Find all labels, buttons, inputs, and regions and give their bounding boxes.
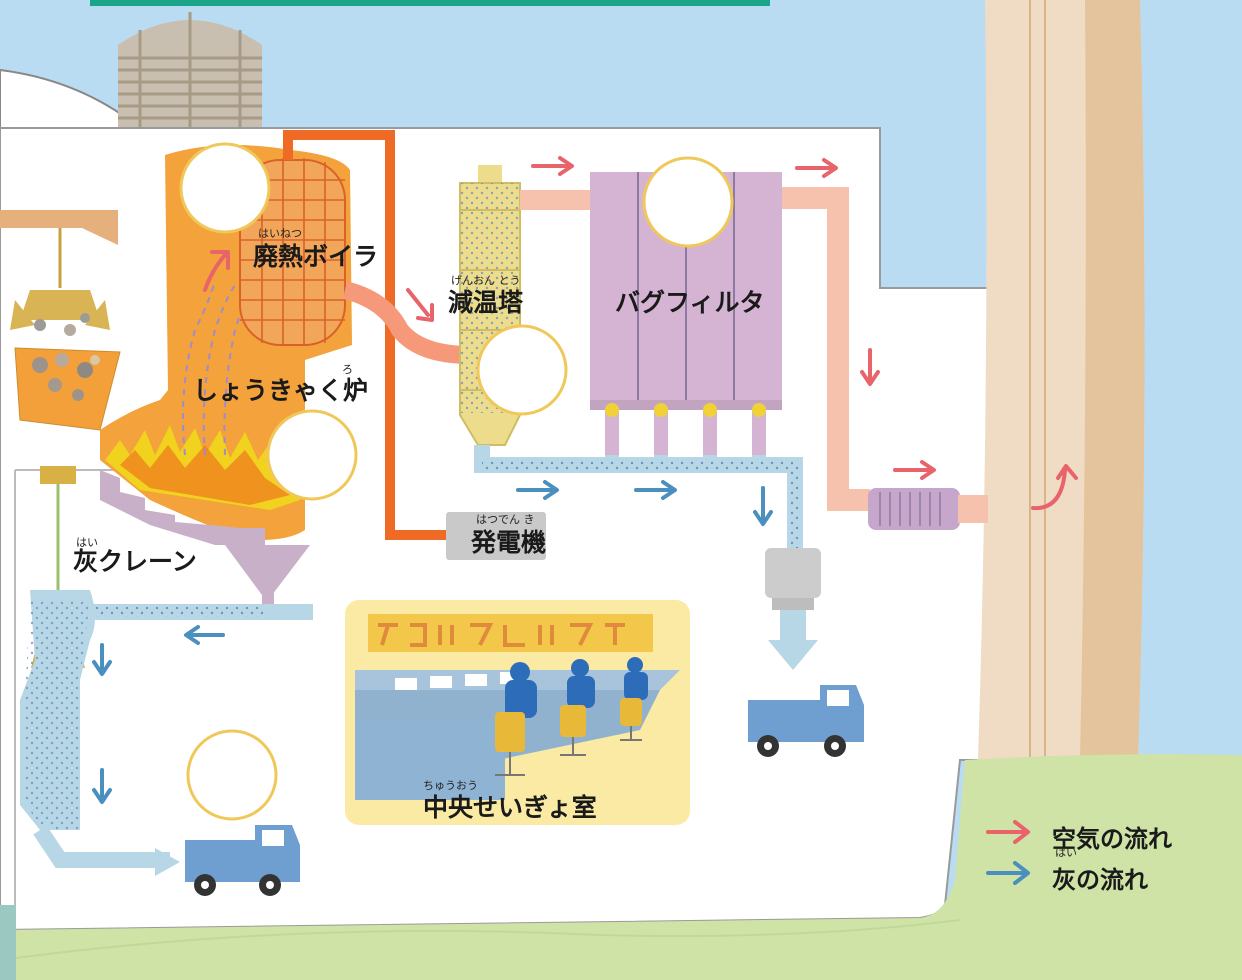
incinerator-label: しょうきゃく炉: [193, 376, 369, 405]
callout-circle-3: [476, 324, 568, 416]
top-bar: [90, 0, 770, 6]
control-room-label: 中央せいぎょ室: [423, 793, 597, 822]
air-flow-arrows: [203, 156, 1078, 511]
silo: [118, 12, 262, 128]
incinerator-ruby: ろ: [342, 363, 353, 376]
fan: [868, 488, 960, 530]
truck-left: [185, 825, 300, 896]
boiler-ruby: はいねつ: [258, 227, 302, 240]
garbage-pile: [32, 353, 100, 401]
callout-circle-2: [642, 156, 734, 248]
flue-duct: [342, 281, 471, 364]
chimney: [978, 0, 1145, 760]
boiler-label: 廃熱ボイラ: [253, 242, 379, 271]
air-duct-1: [520, 190, 592, 210]
callout-circle-5: [186, 729, 278, 821]
ash-flow-arrows: [92, 480, 773, 804]
truck-right: [748, 685, 864, 757]
callout-circles: [179, 142, 734, 821]
ash-crane-ruby: はい: [76, 536, 98, 549]
legend-arrows: [986, 820, 1030, 885]
left-edge-tree: [0, 905, 16, 980]
grate: [100, 470, 265, 545]
garbage-crane: [0, 210, 118, 336]
callout-circle-4: [266, 409, 358, 501]
control-room: [345, 600, 690, 825]
steam-pipe: [283, 130, 450, 540]
ash-chute: [33, 825, 170, 868]
ash-silo: [765, 548, 821, 670]
legend-ash-ruby: はい: [1055, 846, 1077, 859]
control-room-ruby: ちゅうおう: [423, 779, 478, 792]
generator-label: 発電機: [471, 528, 547, 557]
legend-air-label: 空気の流れ: [1052, 825, 1172, 853]
legend-ash-label: 灰の流れ: [1052, 866, 1148, 894]
callout-circle-1: [179, 142, 271, 234]
ash-hopper: [225, 545, 310, 595]
ash-crane-label: 灰クレーン: [73, 547, 197, 576]
generator-box: [446, 512, 546, 560]
bagfilter-label: バグフィルタ: [615, 288, 765, 317]
generator-ruby: はつでん き: [476, 513, 535, 526]
tower-label: 減温塔: [448, 288, 524, 317]
air-duct-2: [782, 187, 870, 511]
tower-ruby: げんおん とう: [451, 274, 521, 287]
